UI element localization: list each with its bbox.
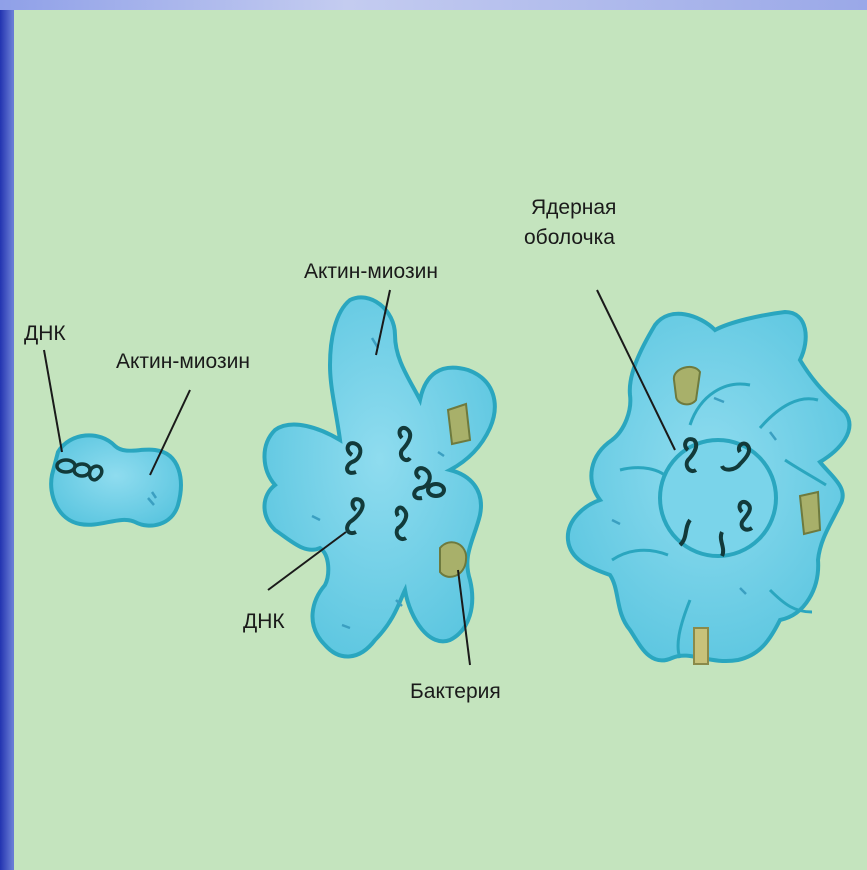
label-actin-myosin-middle: Актин-миозин — [304, 260, 438, 283]
bacterium — [694, 628, 708, 664]
cell-star — [264, 297, 494, 656]
label-nuclear-envelope-line2: оболочка — [524, 226, 615, 249]
label-dna-left: ДНК — [24, 322, 66, 345]
label-bacteria: Бактерия — [410, 680, 501, 703]
nuclear-envelope — [660, 440, 776, 556]
label-actin-myosin-left: Актин-миозин — [116, 350, 250, 373]
bacterium — [440, 542, 466, 577]
label-nuclear-envelope-line1: Ядерная — [531, 196, 616, 219]
bacterium — [674, 367, 700, 404]
label-dna-middle: ДНК — [243, 610, 285, 633]
bacterium — [448, 404, 470, 444]
bacterium — [800, 492, 820, 534]
cell-nucleated — [568, 312, 850, 664]
